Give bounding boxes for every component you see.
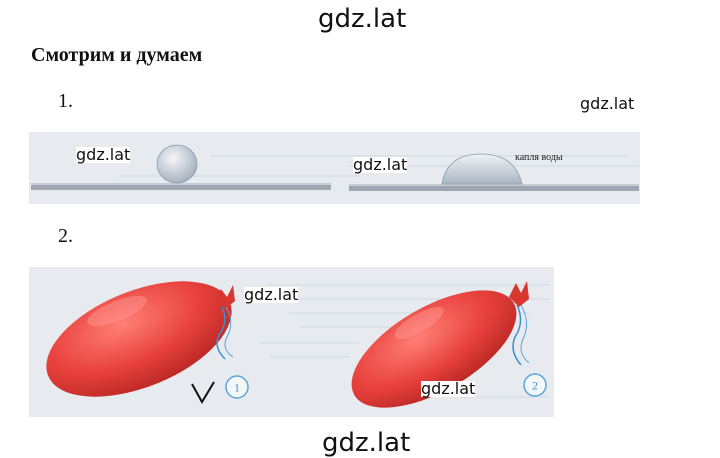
badge-1-circle	[225, 375, 249, 399]
right-surface	[349, 184, 639, 191]
balloons-figure: 1 2	[29, 267, 554, 417]
balloon-1-body	[46, 281, 232, 397]
balloon-2-knot	[509, 281, 529, 307]
balloon-1-string	[216, 306, 226, 360]
watermark-balloon-2: gdz.lat	[421, 379, 476, 398]
item-number-2: 2.	[58, 225, 73, 247]
balloon-2-body	[351, 290, 517, 408]
water-drops-figure	[29, 132, 640, 204]
flat-drop	[441, 153, 523, 185]
watermark-bottom: gdz.lat	[322, 428, 411, 458]
left-surface	[31, 183, 331, 190]
balloon-2	[351, 281, 530, 408]
watermark-top: gdz.lat	[318, 4, 407, 34]
watermark-right: gdz.lat	[580, 94, 635, 113]
balloon-1	[46, 281, 235, 397]
badge-2-circle	[523, 373, 547, 397]
watermark-drop-right: gdz.lat	[353, 155, 408, 174]
round-drop	[156, 144, 198, 184]
section-heading: Смотрим и думаем	[31, 44, 203, 66]
watermark-balloon-1: gdz.lat	[244, 285, 299, 304]
balloon-2-string	[512, 304, 522, 366]
check-mark-icon	[191, 381, 215, 404]
badge-2-label: 2	[532, 379, 538, 393]
drops-panel-background	[29, 132, 640, 204]
drop-label: капля воды	[515, 152, 563, 163]
badge-1-label: 1	[234, 381, 240, 395]
item-number-1: 1.	[58, 90, 73, 112]
balloon-1-knot	[215, 285, 235, 309]
watermark-drop-left: gdz.lat	[76, 145, 131, 164]
